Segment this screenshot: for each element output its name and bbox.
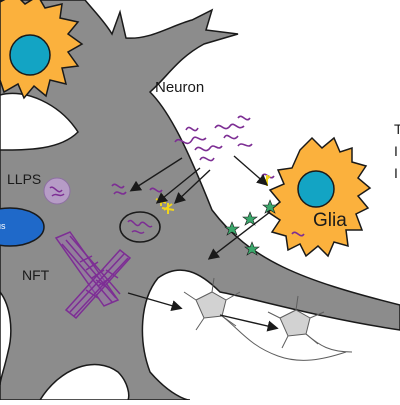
small-neuron-2 [267,295,353,353]
vesicle [119,211,161,243]
llps-label: LLPS [7,171,42,187]
glia-top-nucleus [9,34,51,76]
neuron-lower-gap [0,290,12,386]
llps-tau-strand [49,186,65,197]
nft-tangle [54,231,132,320]
cropped-text-line: T [394,121,400,137]
cropped-text-column: T I I [394,118,400,184]
small-neuron-1 [183,277,347,361]
star-icon [224,199,278,256]
arrow-icon [127,155,279,332]
nft-label: NFT [22,267,50,283]
glia-label: Glia [313,210,347,231]
vesicle-tau [127,219,153,234]
cropped-text-line: I [394,143,398,159]
cropped-text-line: I [394,165,398,181]
neuron-nucleus [0,207,45,247]
neuron-bottom-gap [38,363,130,401]
tau-fibrils-extracellular [174,115,253,162]
neuron-nucleus-label: us [0,221,6,231]
neuron-label: Neuron [155,79,205,96]
glia-right-nucleus [297,170,335,208]
